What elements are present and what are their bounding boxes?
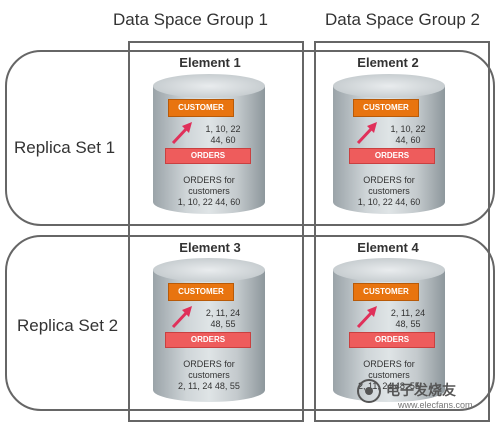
- group-title-1: Data Space Group 1: [113, 10, 268, 29]
- element-2-customer-ids: 1, 10, 22 44, 60: [390, 124, 426, 145]
- element-4-customer-table: CUSTOMER: [353, 283, 419, 301]
- replica-set-1-label: Replica Set 1: [14, 138, 116, 157]
- element-2-cylinder: CUSTOMER 1, 10, 22 44, 60 ORDERS ORDERS …: [333, 74, 445, 214]
- data-space-group-2-box: [314, 41, 490, 422]
- watermark-url: www.elecfans.com: [398, 400, 473, 410]
- element-3-customer-ids: 2, 11, 24 48, 55: [205, 308, 241, 329]
- element-2-orders-description: ORDERS for customers 1, 10, 22 44, 60: [357, 175, 421, 207]
- element-1-title: Element 1: [179, 55, 241, 70]
- element-3-orders-table: ORDERS: [165, 332, 251, 348]
- element-4-customer-ids: 2, 11, 24 48, 55: [390, 308, 426, 329]
- element-2-customer-table: CUSTOMER: [353, 99, 419, 117]
- element-4-title: Element 4: [357, 240, 419, 255]
- element-4-cylinder: CUSTOMER 2, 11, 24 48, 55 ORDERS ORDERS …: [333, 258, 445, 402]
- data-space-group-1-box: [128, 41, 304, 422]
- replica-set-2-box: [5, 235, 495, 411]
- element-4-arrow-icon: [356, 306, 377, 329]
- element-2-title: Element 2: [357, 55, 419, 70]
- element-2-arrow-icon: [356, 122, 377, 145]
- replica-set-2-label: Replica Set 2: [17, 316, 119, 335]
- replica-set-1-box: [5, 50, 495, 226]
- element-3-arrow-icon: [171, 306, 192, 329]
- element-3-title: Element 3: [179, 240, 241, 255]
- element-4-orders-description: ORDERS for customers 2, 11, 24 48, 55: [358, 359, 420, 391]
- element-3-cylinder: CUSTOMER 2, 11, 24 48, 55 ORDERS ORDERS …: [153, 258, 265, 402]
- element-1-customer-ids: 1, 10, 22 44, 60: [205, 124, 241, 145]
- element-1-orders-table: ORDERS: [165, 148, 251, 164]
- element-1-orders-description: ORDERS for customers 1, 10, 22 44, 60: [177, 175, 241, 207]
- element-3-customer-table: CUSTOMER: [168, 283, 234, 301]
- element-2-orders-table: ORDERS: [349, 148, 435, 164]
- element-1-customer-table: CUSTOMER: [168, 99, 234, 117]
- element-1-cylinder: CUSTOMER 1, 10, 22 44, 60 ORDERS ORDERS …: [153, 74, 265, 214]
- watermark-logo-icon: [357, 379, 381, 403]
- element-4-orders-table: ORDERS: [349, 332, 435, 348]
- group-title-2: Data Space Group 2: [325, 10, 480, 29]
- element-1-arrow-icon: [171, 122, 192, 145]
- watermark-name: 电子发烧友: [386, 382, 456, 398]
- element-3-orders-description: ORDERS for customers 2, 11, 24 48, 55: [178, 359, 240, 391]
